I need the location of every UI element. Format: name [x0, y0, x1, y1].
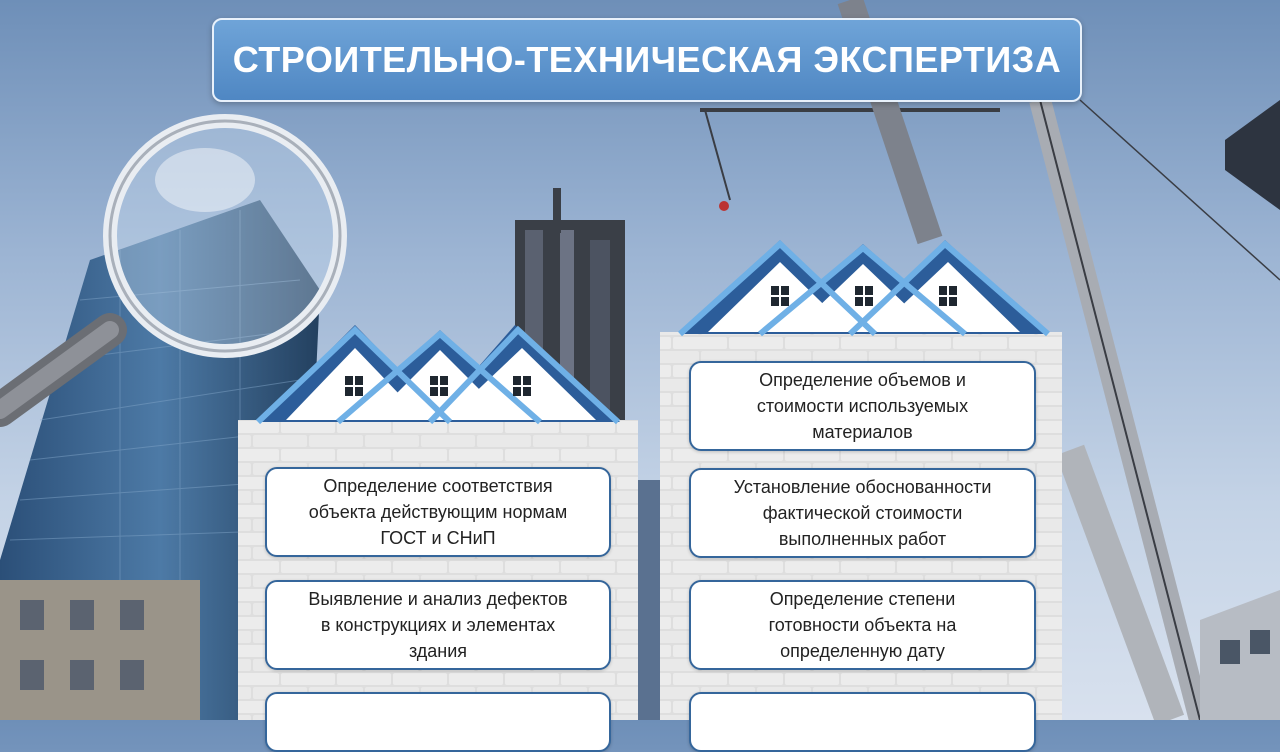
building-right	[1200, 100, 1280, 720]
service-card-defects: Выявление и анализ дефектов в конструкци…	[265, 580, 611, 670]
page-title: СТРОИТЕЛЬНО-ТЕХНИЧЕСКАЯ ЭКСПЕРТИЗА	[232, 39, 1062, 80]
service-card-text: Определение соответствия объекта действу…	[308, 476, 568, 548]
service-card-partial	[689, 692, 1036, 752]
service-card-text: Выявление и анализ дефектов в конструкци…	[308, 589, 568, 661]
service-card-text: Установление обоснованности фактической …	[733, 477, 992, 549]
service-card-readiness: Определение степени готовности объекта н…	[689, 580, 1036, 670]
service-card-cost: Установление обоснованности фактической …	[689, 468, 1036, 558]
title-banner: СТРОИТЕЛЬНО-ТЕХНИЧЕСКАЯ ЭКСПЕРТИЗА	[212, 18, 1082, 102]
service-card-conformity: Определение соответствия объекта действу…	[265, 467, 611, 557]
service-card-text: Определение объемов и стоимости использу…	[756, 370, 969, 442]
crane-icon	[700, 0, 1280, 726]
service-card-text: Определение степени готовности объекта н…	[768, 589, 957, 661]
magnifier-icon	[0, 114, 347, 427]
service-card-materials: Определение объемов и стоимости использу…	[689, 361, 1036, 451]
service-card-partial	[265, 692, 611, 752]
